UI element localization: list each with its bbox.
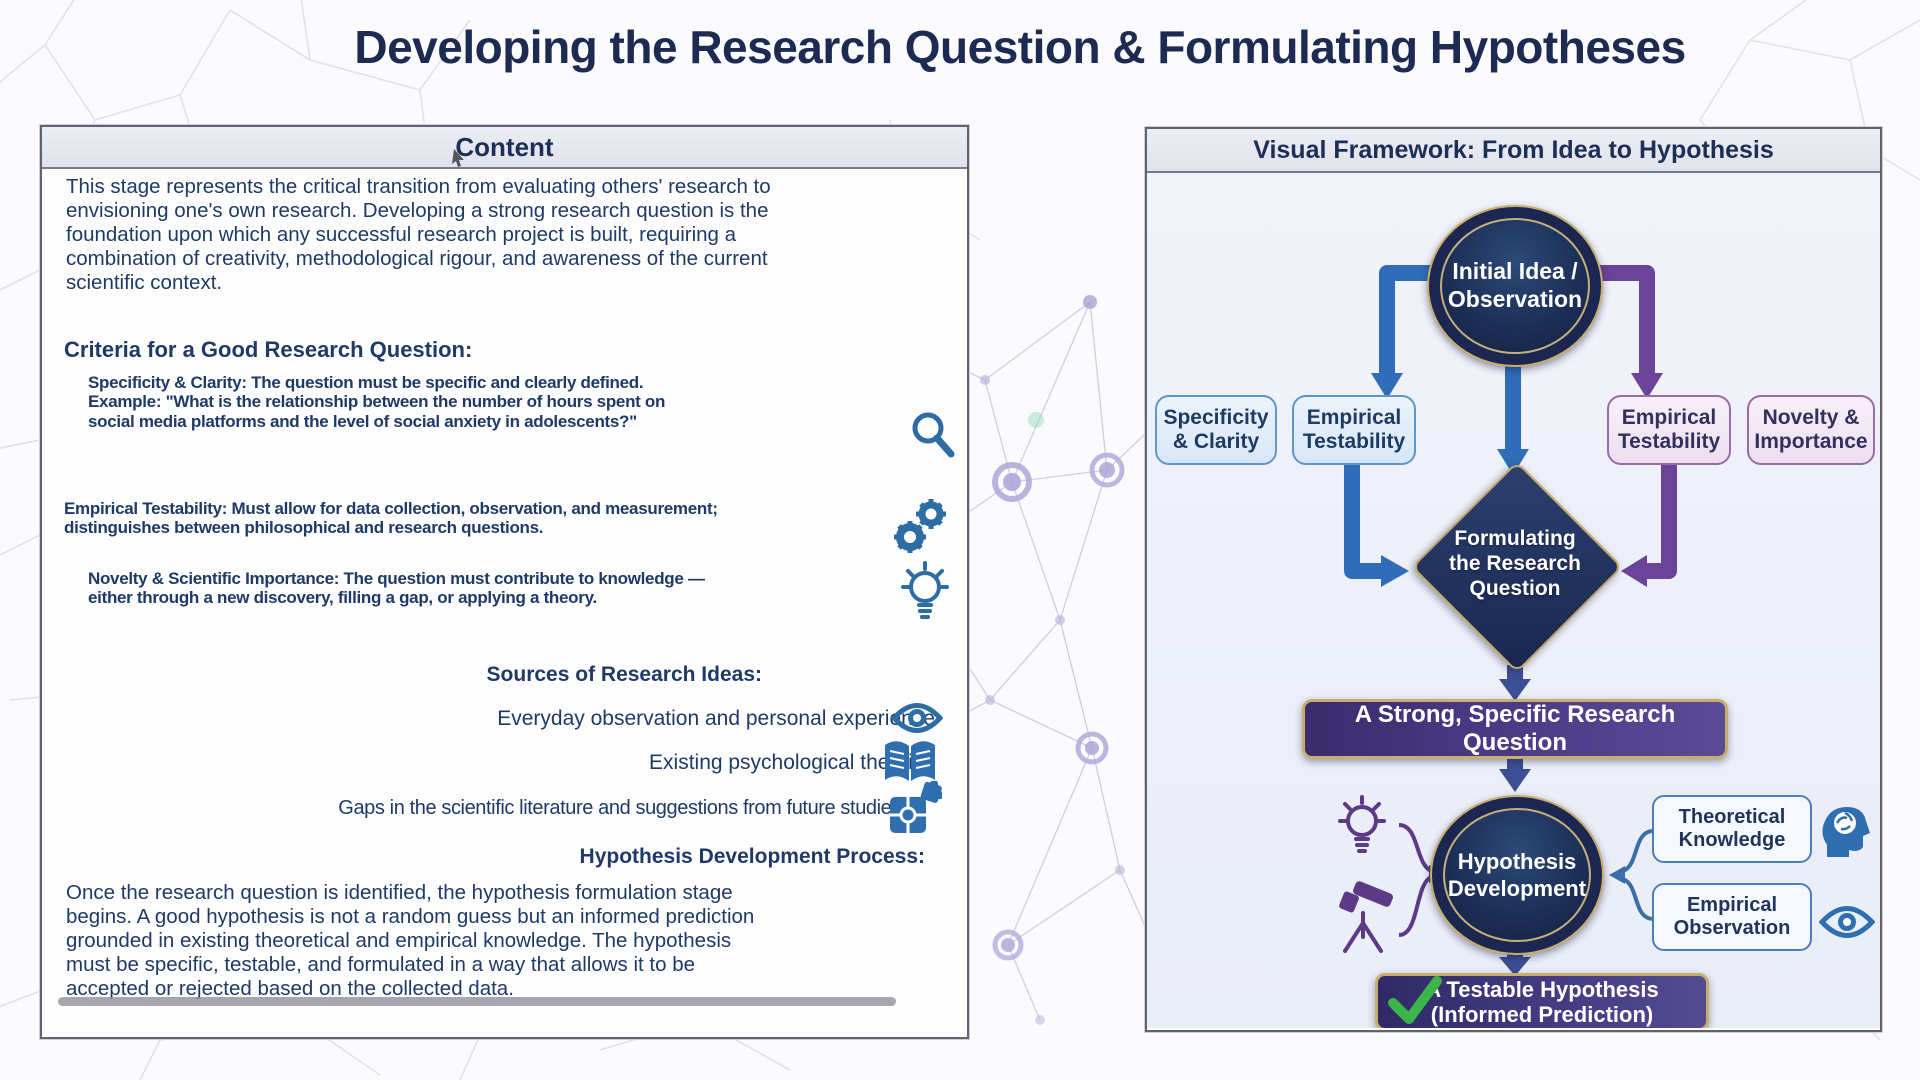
process-heading: Hypothesis Development Process:: [579, 845, 925, 868]
node-formulating-question-label: Formulating the Research Question: [1449, 527, 1581, 600]
framework-panel: Visual Framework: From Idea to Hypothesi…: [1145, 127, 1882, 1032]
box-empirical-observation: Empirical Observation: [1652, 883, 1812, 951]
node-initial-idea: Initial Idea / Observation: [1427, 205, 1603, 367]
node-hypothesis-development-line2: Development: [1447, 876, 1587, 901]
lightbulb-icon: [901, 561, 949, 619]
eye-icon: [891, 703, 943, 733]
content-panel: Content This stage represents the critic…: [40, 125, 969, 1039]
box-empirical-testability-right: Empirical Testability: [1607, 395, 1731, 465]
box-theoretical-knowledge: Theoretical Knowledge: [1652, 795, 1812, 863]
flowchart-area: Initial Idea / Observation Specificity &…: [1147, 173, 1880, 1028]
framework-panel-header: Visual Framework: From Idea to Hypothesi…: [1147, 129, 1880, 173]
node-hypothesis-development-line1: Hypothesis: [1457, 848, 1577, 874]
content-panel-header: Content: [42, 127, 967, 169]
box-empirical-testability-left: Empirical Testability: [1292, 395, 1416, 465]
criteria-heading: Criteria for a Good Research Question:: [64, 337, 473, 362]
banner-strong-question: A Strong, Specific Research Question: [1302, 699, 1728, 759]
gears-icon: [894, 499, 946, 553]
source-item-theories: Existing psychological theories: [649, 751, 935, 774]
node-initial-idea-line2: Observation: [1447, 286, 1583, 312]
observation-eye-icon: [1819, 906, 1875, 938]
slide-title: Developing the Research Question & Formu…: [354, 21, 1686, 73]
node-hypothesis-development: Hypothesis Development: [1430, 795, 1604, 955]
telescope-icon: [1339, 881, 1393, 953]
sources-heading: Sources of Research Ideas:: [486, 663, 762, 686]
intro-paragraph: This stage represents the critical trans…: [66, 175, 771, 294]
green-check-icon: [1388, 976, 1442, 1024]
source-item-gaps: Gaps in the scientific literature and su…: [338, 797, 901, 819]
search-icon: [912, 412, 955, 458]
node-initial-idea-line1: Initial Idea /: [1452, 258, 1578, 285]
source-item-observation: Everyday observation and personal experi…: [497, 707, 935, 730]
idea-lightbulb-icon: [1338, 795, 1386, 853]
criteria-item-specificity: Specificity & Clarity: The question must…: [88, 373, 666, 431]
criteria-item-testability: Empirical Testability: Must allow for da…: [64, 499, 718, 538]
mouse-cursor-icon: [452, 149, 464, 167]
content-panel-title: Content: [455, 131, 554, 162]
framework-panel-title: Visual Framework: From Idea to Hypothesi…: [1253, 135, 1774, 164]
head-brain-icon: [1822, 807, 1870, 857]
box-novelty-importance: Novelty & Importance: [1747, 395, 1875, 465]
criteria-item-novelty: Novelty & Scientific Importance: The que…: [88, 569, 705, 608]
horizontal-scrollbar-thumb[interactable]: [58, 997, 896, 1006]
banner-testable-hypothesis: A Testable Hypothesis (Informed Predicti…: [1375, 973, 1709, 1028]
puzzle-icon: [890, 781, 942, 833]
process-paragraph: Once the research question is identified…: [66, 881, 755, 1000]
content-panel-body: This stage represents the critical trans…: [42, 169, 967, 1033]
open-book-icon: [885, 741, 935, 781]
box-specificity-clarity: Specificity & Clarity: [1155, 395, 1277, 465]
flow-arrows: [1344, 265, 1677, 976]
